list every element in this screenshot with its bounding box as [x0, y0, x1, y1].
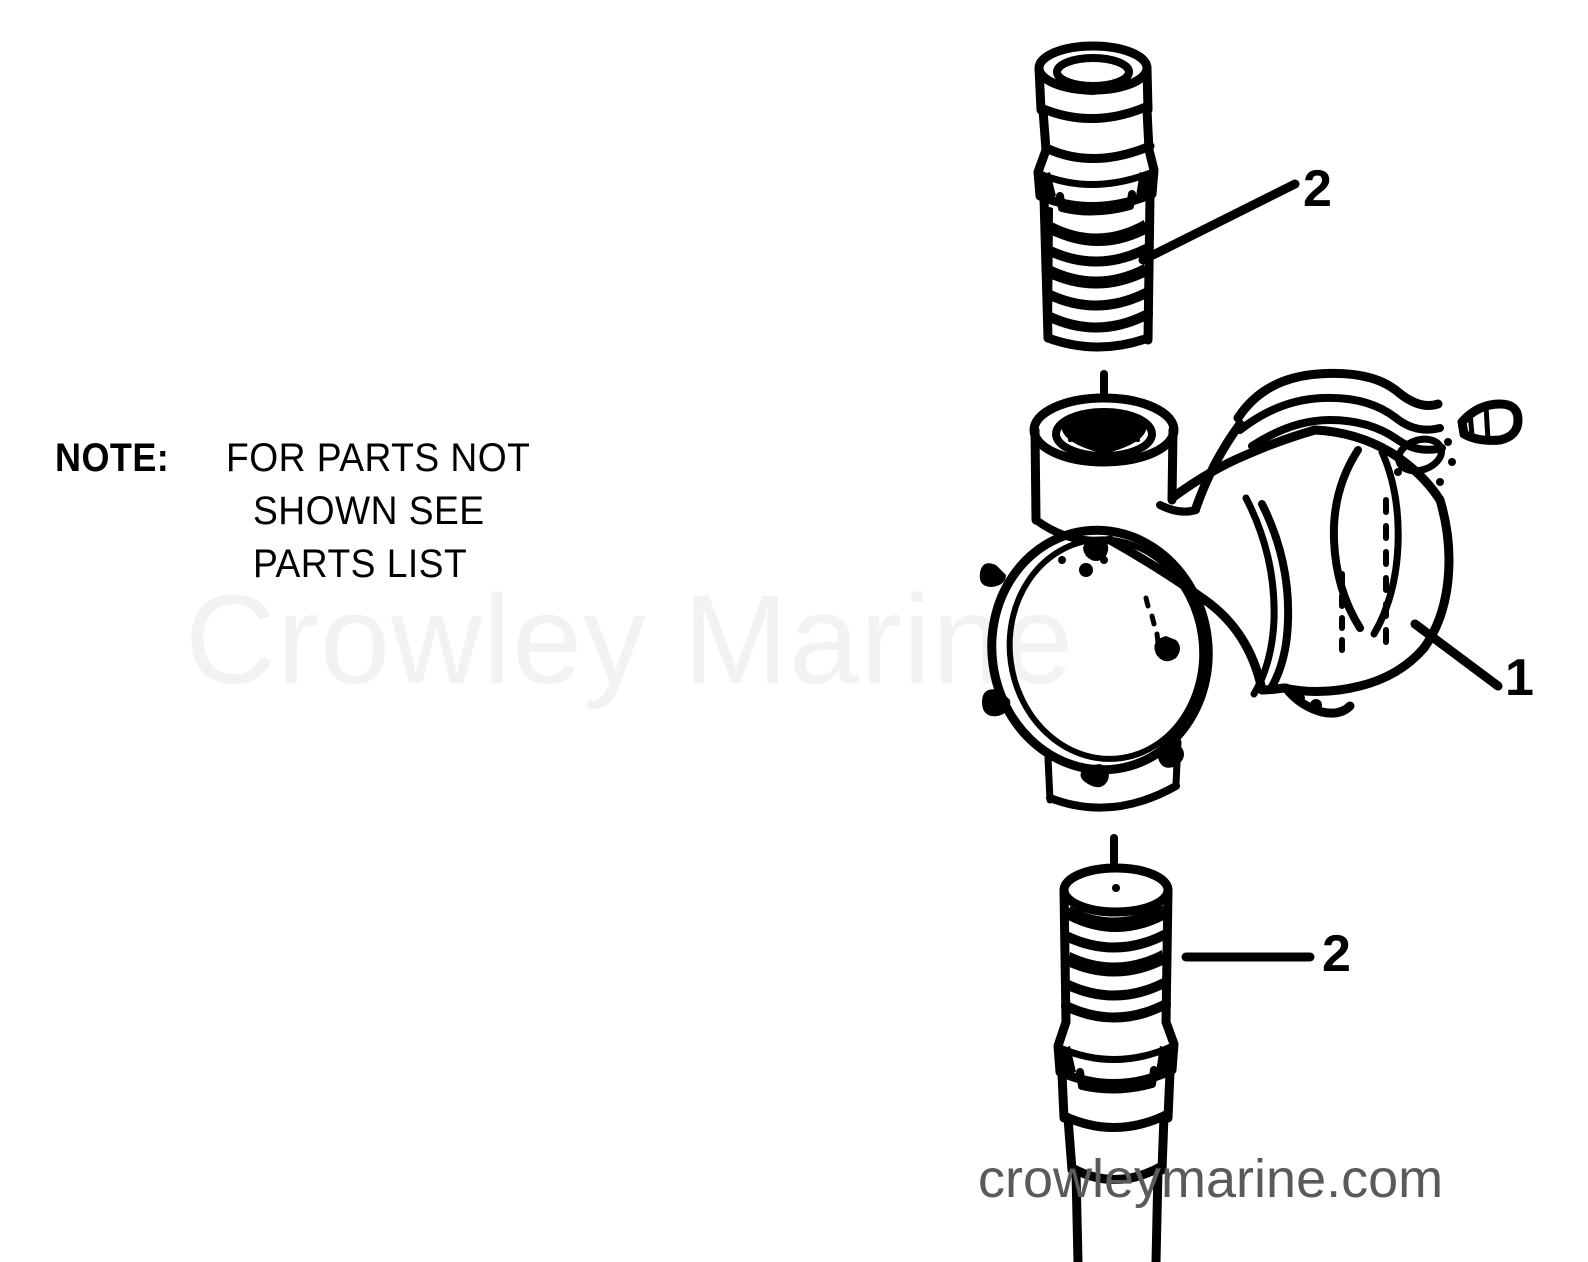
callout-number-2-bottom: 2 — [1322, 925, 1351, 983]
note-line-2: SHOWN SEE — [253, 489, 485, 533]
note-block: NOTE: FOR PARTS NOT SHOWN SEE PARTS LIST — [55, 432, 675, 591]
watermark-crowleymarine-url: crowleymarine.com — [978, 1149, 1444, 1209]
note-line-3: PARTS LIST — [253, 542, 468, 586]
callout-number-1: 1 — [1505, 649, 1534, 707]
leader-line-callout-1 — [1410, 619, 1503, 691]
part-hose-fitting-upper — [1033, 41, 1159, 352]
note-label: NOTE: — [55, 436, 170, 480]
note-first-row: NOTE: FOR PARTS NOT — [55, 432, 675, 485]
leader-line-callout-2-top — [1138, 179, 1300, 265]
part-pump-body — [979, 368, 1523, 812]
callout-number-2-top: 2 — [1303, 160, 1332, 218]
note-line-1: FOR PARTS NOT — [225, 436, 531, 480]
part-hose-fitting-lower — [1053, 863, 1179, 1262]
watermark-crowley-marine: Crowley Marine — [185, 569, 1075, 710]
